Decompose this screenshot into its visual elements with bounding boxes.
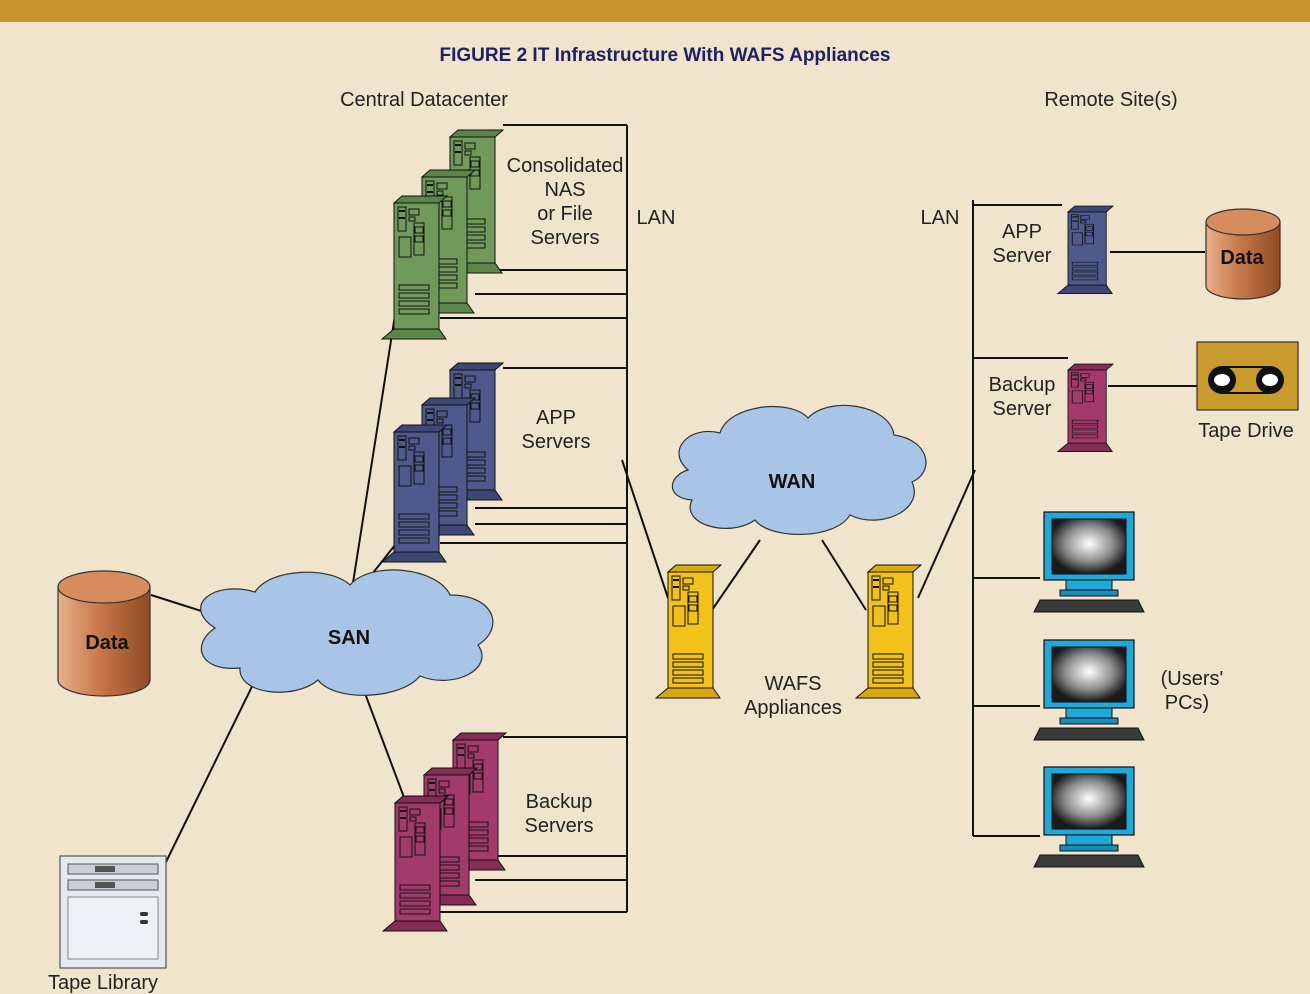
user-pc-2 [1033, 639, 1145, 741]
remote-backup-server-label: Backup Server [989, 374, 1056, 420]
svg-text:Appliances: Appliances [744, 697, 842, 719]
app-servers [380, 362, 505, 563]
lan-central-label: LAN [637, 207, 676, 229]
wafs-appliance-remote [854, 564, 923, 699]
remote-app-server-label: APP Server [993, 221, 1052, 267]
svg-text:Consolidated: Consolidated [507, 155, 624, 177]
wan-label: WAN [769, 471, 816, 493]
svg-text:APP: APP [536, 407, 576, 429]
svg-text:APP: APP [1002, 221, 1042, 243]
svg-text:(Users': (Users' [1161, 668, 1224, 690]
central-datacenter-label: Central Datacenter [340, 89, 508, 111]
svg-text:Servers: Servers [525, 815, 594, 837]
svg-text:Server: Server [993, 398, 1052, 420]
svg-text:PCs): PCs) [1165, 692, 1209, 714]
tape-library [59, 855, 167, 969]
remote-data-cylinder [1205, 208, 1281, 300]
svg-text:Servers: Servers [522, 431, 591, 453]
svg-text:Backup: Backup [526, 791, 593, 813]
central-lan-wires [440, 124, 669, 913]
svg-text:or File: or File [537, 203, 593, 225]
san-label: SAN [328, 627, 370, 649]
wafs-appliance-central [654, 564, 723, 699]
remote-sites-label: Remote Site(s) [1044, 89, 1177, 111]
tape-library-label: Tape Library [48, 972, 158, 994]
lan-remote-label: LAN [921, 207, 960, 229]
wan-wires [711, 539, 867, 611]
svg-text:Backup: Backup [989, 374, 1056, 396]
remote-app-server [1056, 205, 1115, 295]
svg-text:Server: Server [993, 245, 1052, 267]
wafs-label: WAFS Appliances [744, 673, 842, 719]
nas-file-servers [380, 129, 505, 340]
users-pcs-label: (Users' PCs) [1161, 668, 1224, 714]
backup-servers [381, 732, 508, 932]
backup-servers-label: Backup Servers [525, 791, 594, 837]
user-pc-1 [1033, 511, 1145, 613]
tape-drive [1196, 341, 1299, 411]
svg-text:WAFS: WAFS [764, 673, 821, 695]
remote-backup-server [1056, 363, 1115, 453]
nas-label: Consolidated NAS or File Servers [507, 155, 624, 249]
figure-title: FIGURE 2 IT Infrastructure With WAFS App… [440, 45, 891, 66]
central-data-label: Data [85, 632, 129, 654]
svg-text:Servers: Servers [531, 227, 600, 249]
svg-text:NAS: NAS [544, 179, 585, 201]
remote-data-label: Data [1220, 247, 1264, 269]
accent-bar [0, 0, 1310, 22]
remote-lan-wires [917, 200, 1205, 837]
app-servers-label: APP Servers [522, 407, 591, 453]
user-pc-3 [1033, 766, 1145, 868]
central-data-cylinder [57, 570, 151, 697]
tape-drive-label: Tape Drive [1198, 420, 1294, 442]
wan-cloud [671, 404, 927, 536]
san-cloud [200, 569, 494, 696]
